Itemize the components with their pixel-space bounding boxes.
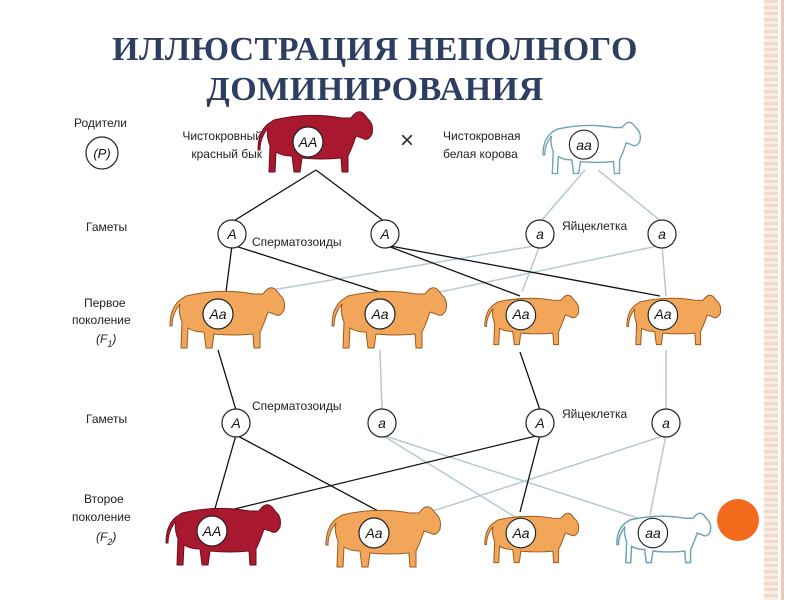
slide-border-line bbox=[781, 0, 784, 600]
slide-border-pattern bbox=[764, 0, 778, 600]
cow-genotype: aa bbox=[576, 137, 592, 153]
svg-text:A: A bbox=[379, 226, 389, 242]
label-gametes-2: Гаметы bbox=[86, 412, 127, 426]
light-connection-lines bbox=[271, 169, 667, 523]
svg-text:A: A bbox=[534, 415, 544, 431]
f1-genotype-3: Aa bbox=[511, 306, 529, 322]
f2-orange-calf-1 bbox=[325, 506, 441, 568]
bull-label-line1: Чистокровный bbox=[182, 129, 262, 143]
gamete2-2-a: a bbox=[367, 408, 397, 438]
f1-calf-3 bbox=[484, 294, 580, 346]
svg-text:A: A bbox=[226, 226, 236, 242]
f1-genotype-4: Aa bbox=[653, 306, 671, 322]
bull-label-line2: красный бык bbox=[191, 147, 262, 161]
f2-white-calf bbox=[616, 512, 712, 564]
gamete-1-A: A bbox=[217, 219, 247, 249]
sperm-label-2: Сперматозоиды bbox=[252, 399, 341, 413]
label-parents-symbol: (P) bbox=[93, 146, 110, 161]
parent-red-bull bbox=[257, 111, 373, 173]
gamete2-3-A: A bbox=[525, 408, 555, 438]
label-parents: Родители bbox=[74, 116, 127, 130]
orange-accent-dot bbox=[717, 499, 759, 541]
f2-genotype-4: aa bbox=[645, 525, 661, 541]
label-f2-line2: поколение bbox=[72, 510, 131, 524]
f2-orange-calf-2 bbox=[484, 512, 580, 564]
egg-label-2: Яйцеклетка bbox=[562, 407, 627, 421]
label-gametes-1: Гаметы bbox=[86, 220, 127, 234]
egg-label-1: Яйцеклетка bbox=[562, 219, 627, 233]
f1-genotype-2: Aa bbox=[370, 306, 388, 322]
f2-genotype-3: Aa bbox=[511, 525, 529, 541]
parents-symbol-circle bbox=[85, 136, 119, 170]
title-line-2: ДОМИНИРОВАНИЯ bbox=[206, 71, 544, 108]
title-line-1: ИЛЛЮСТРАЦИЯ НЕПОЛНОГО bbox=[112, 31, 638, 68]
f2-red-calf bbox=[165, 504, 281, 566]
f2-genotype-1: AA bbox=[202, 523, 222, 539]
f1-calf-2 bbox=[331, 287, 447, 349]
label-f2-line3: (F2) bbox=[96, 530, 116, 547]
f1-calf-1 bbox=[169, 287, 285, 349]
gamete2-4-a: a bbox=[651, 408, 681, 438]
svg-text:a: a bbox=[378, 415, 386, 431]
svg-text:a: a bbox=[662, 415, 670, 431]
slide-title: ИЛЛЮСТРАЦИЯ НЕПОЛНОГО ДОМИНИРОВАНИЯ bbox=[0, 30, 750, 110]
gamete-3-a: a bbox=[525, 219, 555, 249]
sperm-label-1: Сперматозоиды bbox=[252, 235, 341, 249]
cow-label-line2: белая корова bbox=[443, 147, 518, 161]
label-f1-line1: Первое bbox=[84, 296, 126, 310]
gamete-4-a: a bbox=[647, 219, 677, 249]
svg-text:a: a bbox=[536, 226, 544, 242]
bull-genotype: AA bbox=[298, 134, 318, 150]
svg-text:A: A bbox=[230, 415, 240, 431]
dark-connection-lines bbox=[213, 169, 661, 513]
svg-text:a: a bbox=[658, 226, 666, 242]
f2-genotype-2: Aa bbox=[364, 525, 382, 541]
label-f1-line2: поколение bbox=[72, 313, 131, 327]
f1-calf-4 bbox=[626, 294, 722, 346]
gamete-2-A: A bbox=[370, 219, 400, 249]
parent-white-cow bbox=[542, 121, 642, 175]
label-f2-line1: Второе bbox=[84, 492, 124, 506]
f1-genotype-1: Aa bbox=[208, 306, 226, 322]
gamete2-1-A: A bbox=[221, 408, 251, 438]
cow-label-line1: Чистокровная bbox=[443, 129, 521, 143]
label-f1-line3: (F1) bbox=[96, 332, 116, 349]
cross-sign: × bbox=[400, 127, 414, 154]
